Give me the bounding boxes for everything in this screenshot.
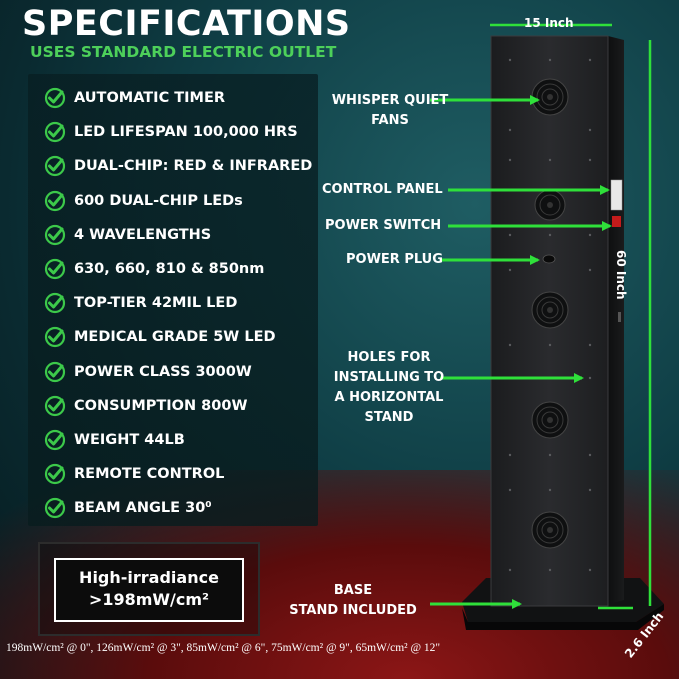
check-circle-icon (44, 87, 66, 109)
callout-holes: HOLES FOR INSTALLING TO A HORIZONTAL STA… (330, 348, 448, 428)
spec-text: BEAM ANGLE 30⁰ (74, 500, 212, 516)
page-subtitle: USES STANDARD ELECTRIC OUTLET (30, 43, 337, 61)
callout-fans-line2: FANS (371, 113, 409, 128)
spec-item: 630, 660, 810 & 850nm (44, 257, 264, 281)
spec-text: TOP-TIER 42MIL LED (74, 295, 238, 311)
irradiance-value: >198mW/cm² (88, 590, 210, 609)
fan-icon (531, 511, 569, 549)
spec-item: AUTOMATIC TIMER (44, 86, 225, 110)
spec-text: CONSUMPTION 800W (74, 398, 248, 414)
check-circle-icon (44, 121, 66, 143)
irradiance-inner-box (54, 558, 244, 622)
callout-power-switch: POWER SWITCH (325, 218, 442, 233)
spec-text: LED LIFESPAN 100,000 HRS (74, 124, 298, 140)
spec-text: REMOTE CONTROL (74, 466, 225, 482)
spec-item: BEAM ANGLE 30⁰ (44, 496, 212, 520)
power-plug-icon (542, 254, 556, 264)
check-circle-icon (44, 463, 66, 485)
led-dots (508, 58, 592, 572)
spec-item: MEDICAL GRADE 5W LED (44, 325, 276, 349)
spec-item: REMOTE CONTROL (44, 462, 224, 486)
fan-icon (531, 291, 569, 329)
spec-item: WEIGHT 44LB (44, 428, 185, 452)
callout-holes-line4: STAND (364, 410, 414, 425)
callout-fans: WHISPER QUIET FANS (330, 91, 450, 131)
callout-base-line2: STAND INCLUDED (289, 603, 417, 618)
spec-text: 600 DUAL-CHIP LEDs (74, 193, 243, 209)
dimension-lines (490, 23, 652, 610)
spec-item: POWER CLASS 3000W (44, 360, 252, 384)
spec-text: AUTOMATIC TIMER (74, 90, 226, 106)
check-circle-icon (44, 224, 66, 246)
check-circle-icon (44, 361, 66, 383)
spec-text: WEIGHT 44LB (74, 432, 185, 448)
callout-holes-line2: INSTALLING TO (333, 370, 445, 385)
spec-item: 600 DUAL-CHIP LEDs (44, 189, 243, 213)
spec-item: TOP-TIER 42MIL LED (44, 291, 237, 315)
fan-icon (531, 78, 569, 116)
callout-holes-line3: A HORIZONTAL (334, 390, 444, 405)
page-title: SPECIFICATIONS (22, 4, 351, 44)
callout-holes-line1: HOLES FOR (347, 350, 431, 365)
spec-item: CONSUMPTION 800W (44, 394, 247, 418)
spec-item: LED LIFESPAN 100,000 HRS (44, 120, 298, 144)
check-circle-icon (44, 258, 66, 280)
width-label: 15 Inch (524, 16, 574, 30)
callout-fans-line1: WHISPER QUIET (331, 93, 449, 108)
spec-text: DUAL-CHIP: RED & INFRARED (74, 158, 313, 174)
callout-power-plug: POWER PLUG (346, 252, 443, 267)
fan-icon (531, 401, 569, 439)
check-circle-icon (44, 326, 66, 348)
control-panel-icon (610, 179, 623, 211)
spec-panel (28, 74, 318, 526)
fan-icon (534, 189, 566, 221)
check-circle-icon (44, 395, 66, 417)
mount-hole-icon (618, 312, 621, 322)
spec-text: 630, 660, 810 & 850nm (74, 261, 265, 277)
irradiance-heading: High-irradiance (79, 568, 219, 587)
arrow-right-icon (430, 95, 612, 609)
check-circle-icon (44, 190, 66, 212)
power-switch-icon (612, 216, 621, 227)
spec-text: MEDICAL GRADE 5W LED (74, 329, 276, 345)
callout-control-panel: CONTROL PANEL (322, 182, 443, 197)
height-label: 60 Inch (614, 250, 628, 300)
irradiance-detail: 198mW/cm² @ 0", 126mW/cm² @ 3", 85mW/cm²… (6, 642, 441, 654)
check-circle-icon (44, 429, 66, 451)
panel-side (608, 36, 624, 604)
spec-text: 4 WAVELENGTHS (74, 227, 212, 243)
check-circle-icon (44, 497, 66, 519)
check-circle-icon (44, 155, 66, 177)
spec-item: DUAL-CHIP: RED & INFRARED (44, 154, 312, 178)
check-circle-icon (44, 292, 66, 314)
spec-item: 4 WAVELENGTHS (44, 223, 211, 247)
callout-base: BASE STAND INCLUDED (288, 581, 418, 621)
spec-text: POWER CLASS 3000W (74, 364, 252, 380)
callout-base-line1: BASE (333, 583, 373, 598)
